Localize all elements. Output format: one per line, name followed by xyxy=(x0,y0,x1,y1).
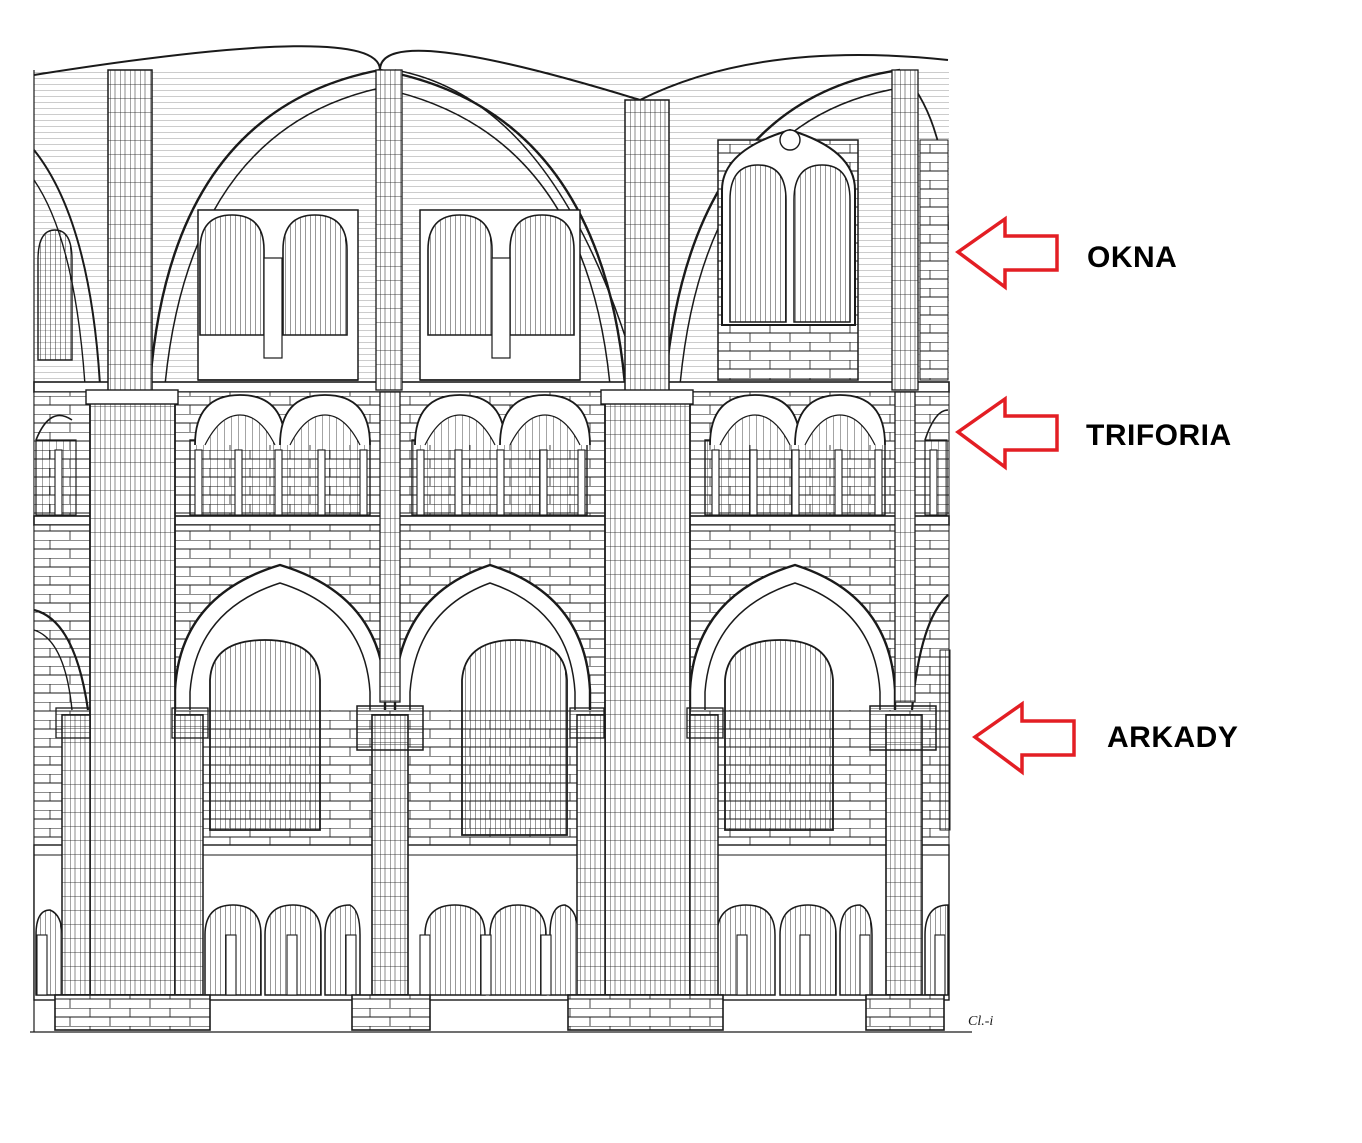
clerestory-window-left-partial xyxy=(37,229,73,361)
label-okna: OKNA xyxy=(1087,241,1178,274)
triforium-zone xyxy=(33,391,950,523)
arcade-arch-2 xyxy=(393,563,592,836)
clerestory-window-group-2 xyxy=(419,209,581,381)
arcade-zone xyxy=(33,524,951,846)
pier-center xyxy=(567,99,724,1031)
signature-mark: Cl.-i xyxy=(968,1014,993,1029)
arcade-arch-left-partial xyxy=(33,608,90,711)
piers xyxy=(54,69,945,1031)
clerestory-wall-right xyxy=(919,139,949,381)
pier-right xyxy=(865,69,945,1031)
arrow-okna-icon xyxy=(955,215,1059,291)
triforium-colonnettes xyxy=(54,449,938,516)
clerestory-windows xyxy=(37,128,949,381)
pier-middle-left xyxy=(351,69,431,1031)
clerestory-window-group-1 xyxy=(197,209,359,381)
label-triforia: TRIFORIA xyxy=(1086,419,1232,452)
arrow-triforia-icon xyxy=(955,395,1059,471)
arrow-arkady-icon xyxy=(972,700,1076,776)
label-arkady: ARKADY xyxy=(1107,721,1239,754)
arcade-arch-3 xyxy=(688,563,897,831)
arcade-arch-1 xyxy=(173,563,387,831)
clerestory-window-gothic xyxy=(717,128,859,381)
pier-left xyxy=(54,69,211,1031)
